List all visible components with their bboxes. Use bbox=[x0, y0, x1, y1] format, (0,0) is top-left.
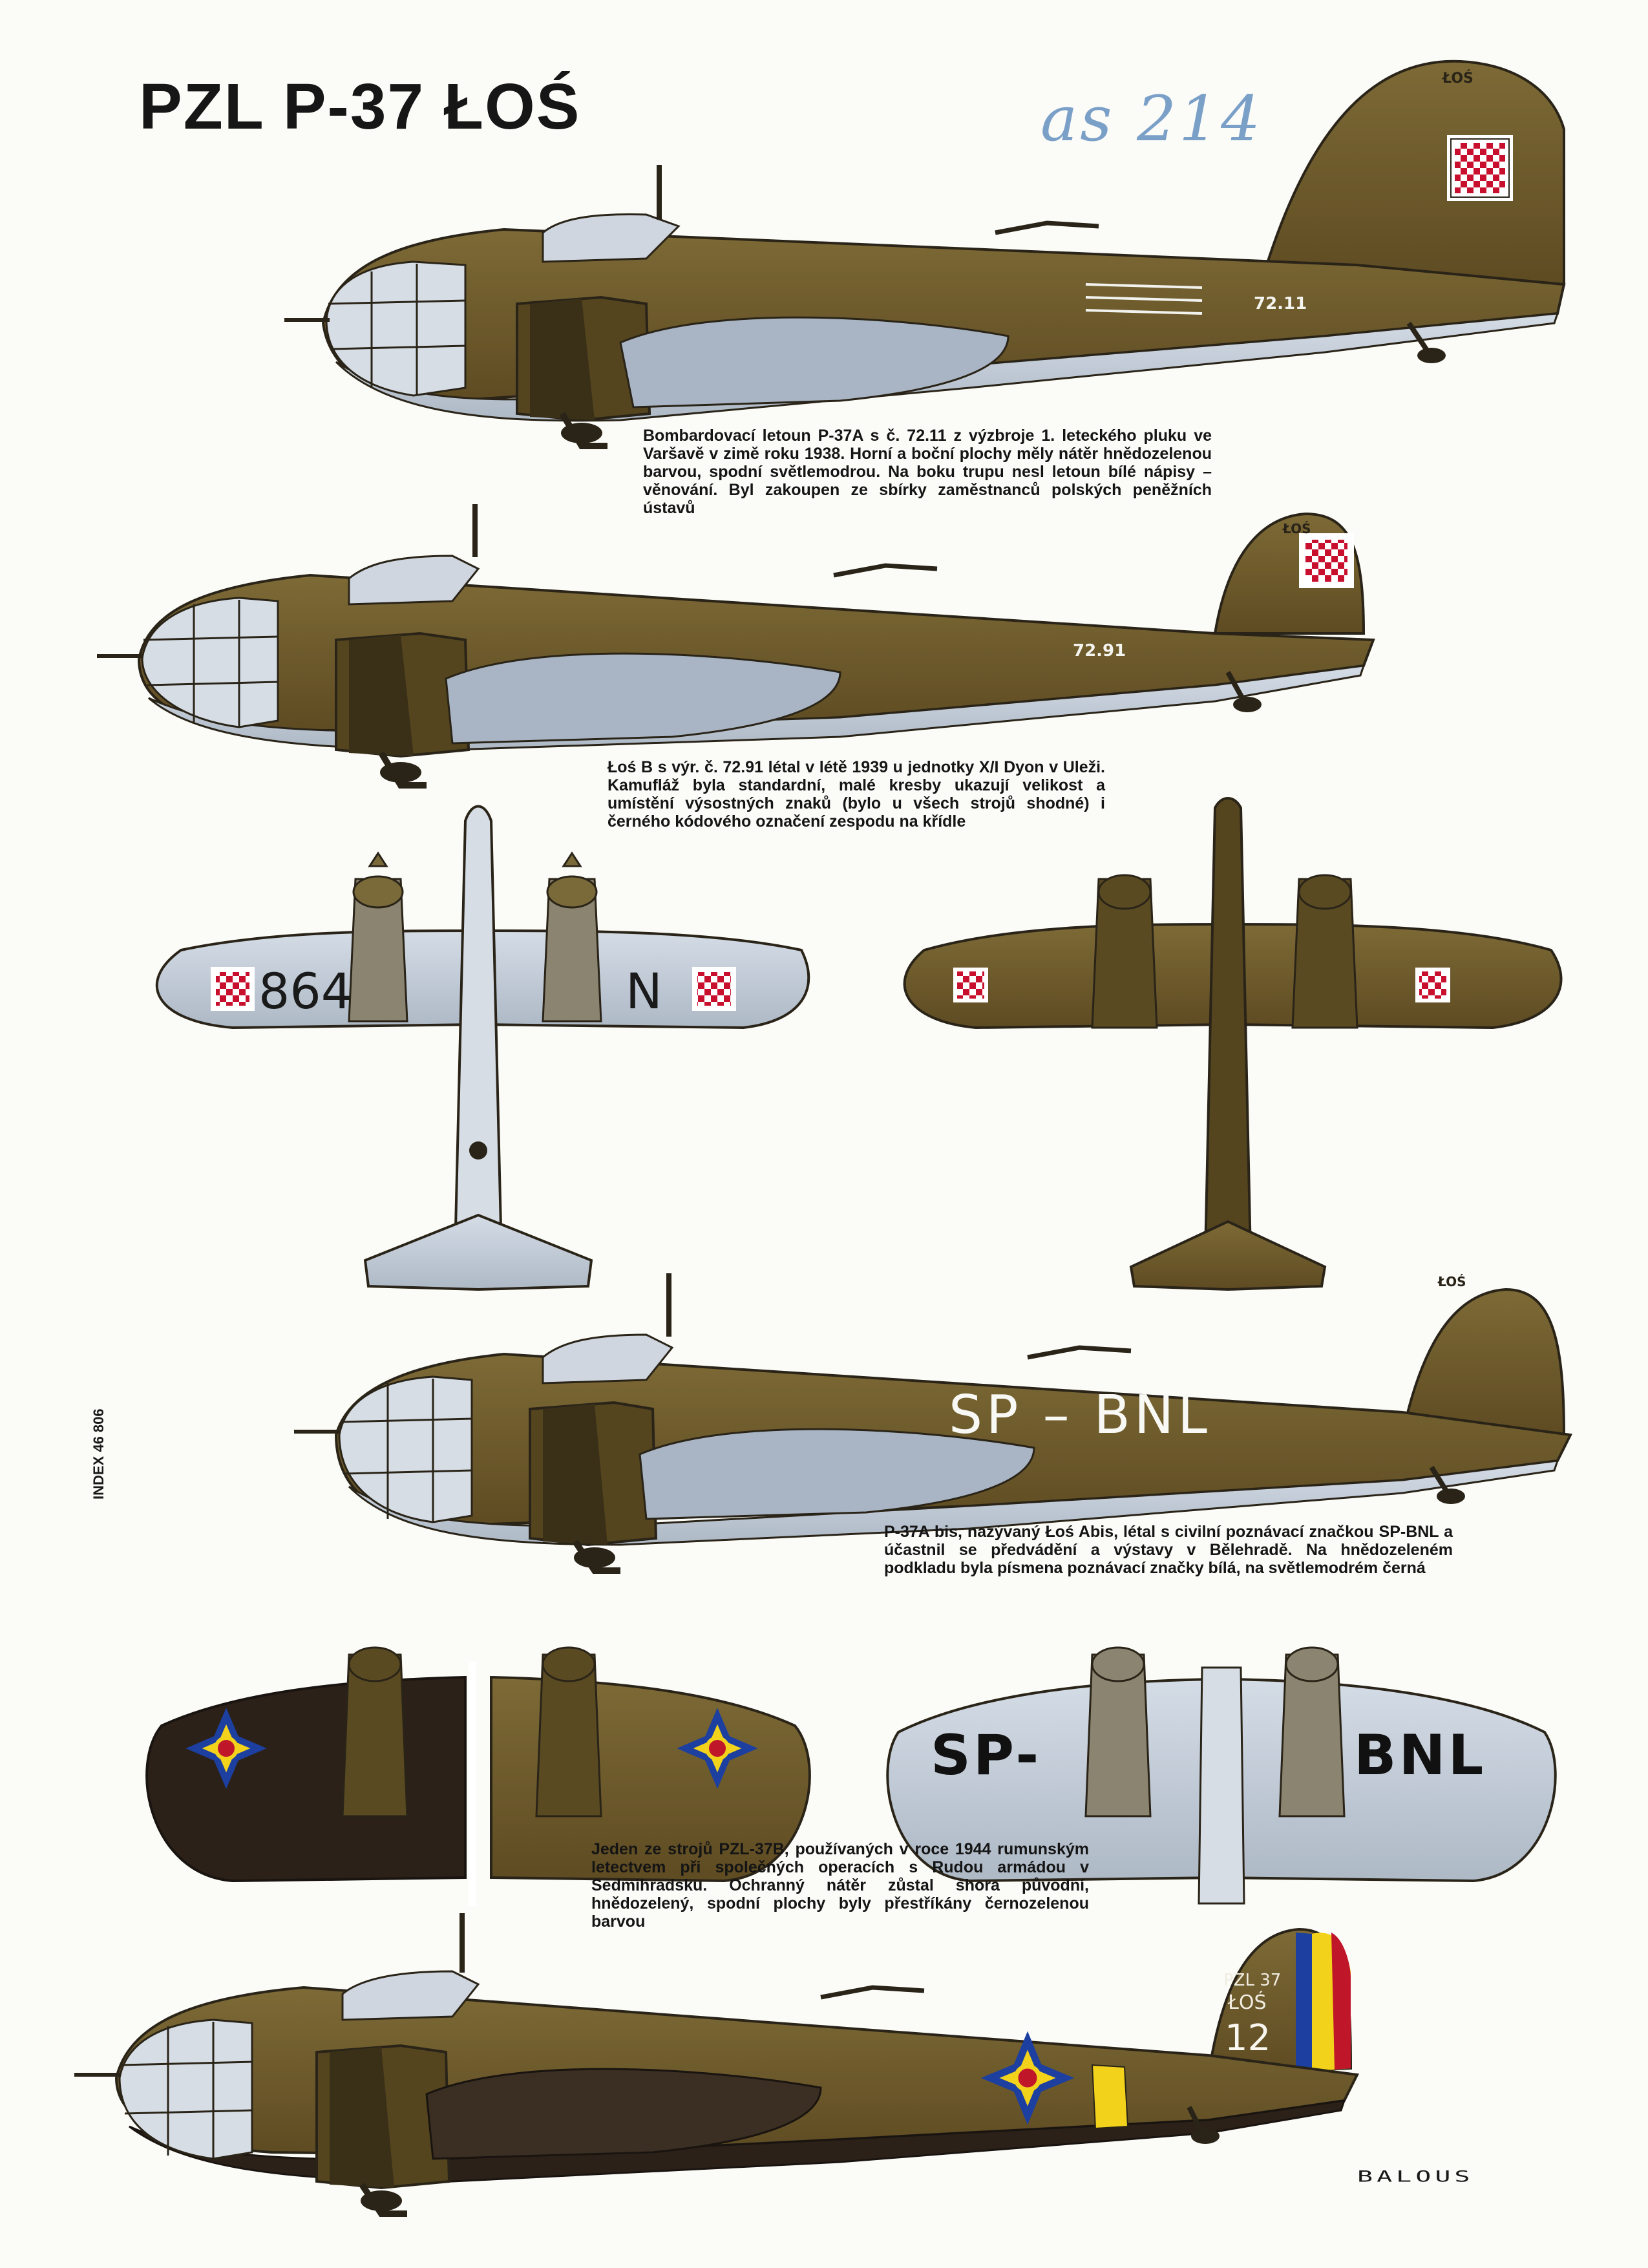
wing-code-n: N bbox=[626, 962, 662, 1020]
registration-sp-bnl: SP – BNL bbox=[949, 1384, 1211, 1446]
aircraft-profile-72-91 bbox=[97, 504, 1375, 789]
tail-code-p4: PZL 37 bbox=[1223, 1971, 1281, 1990]
plan-view-top-olive bbox=[903, 797, 1563, 1291]
aircraft-profile-72-11 bbox=[284, 59, 1566, 449]
caption-romanian: Jeden ze strojů PZL-37B, používaných v r… bbox=[591, 1840, 1089, 1931]
caption-72-91: Łoś B s výr. č. 72.91 létal v létě 1939 … bbox=[607, 758, 1105, 831]
aircraft-profile-sp-bnl bbox=[294, 1273, 1573, 1574]
wing-code-bnl: BNL bbox=[1354, 1723, 1486, 1788]
index-label: INDEX 46 806 bbox=[90, 1408, 107, 1500]
aircraft-profile-romanian-12 bbox=[74, 1913, 1360, 2217]
plan-view-underside-864 bbox=[155, 805, 810, 1291]
tail-number-p4: 12 bbox=[1225, 2017, 1271, 2059]
caption-sp-bnl: P-37A bis, nazývaný Łoś Abis, létal s ci… bbox=[884, 1523, 1453, 1577]
serial-p2: 72.91 bbox=[1073, 641, 1126, 661]
plan-view-underside-sp-bnl bbox=[886, 1646, 1557, 1905]
wing-code-sp: SP- bbox=[931, 1723, 1041, 1788]
caption-72-11: Bombardovací letoun P-37A s č. 72.11 z v… bbox=[643, 427, 1212, 517]
artist-signature: BALOUS bbox=[1357, 2168, 1474, 2186]
serial-p1: 72.11 bbox=[1254, 294, 1307, 313]
plan-view-romanian-split bbox=[145, 1646, 811, 1907]
tail-code-p2: ŁOŚ bbox=[1282, 521, 1311, 536]
tail-code-p1: ŁOŚ bbox=[1442, 70, 1474, 87]
page-title: PZL P-37 ŁOŚ bbox=[139, 70, 581, 143]
tail-name-p4: ŁOŚ bbox=[1227, 1990, 1267, 2014]
handwritten-note: as 214 bbox=[1041, 83, 1263, 155]
wing-code-864: 864 bbox=[259, 962, 352, 1020]
tail-code-p3: ŁOŚ bbox=[1437, 1274, 1466, 1289]
